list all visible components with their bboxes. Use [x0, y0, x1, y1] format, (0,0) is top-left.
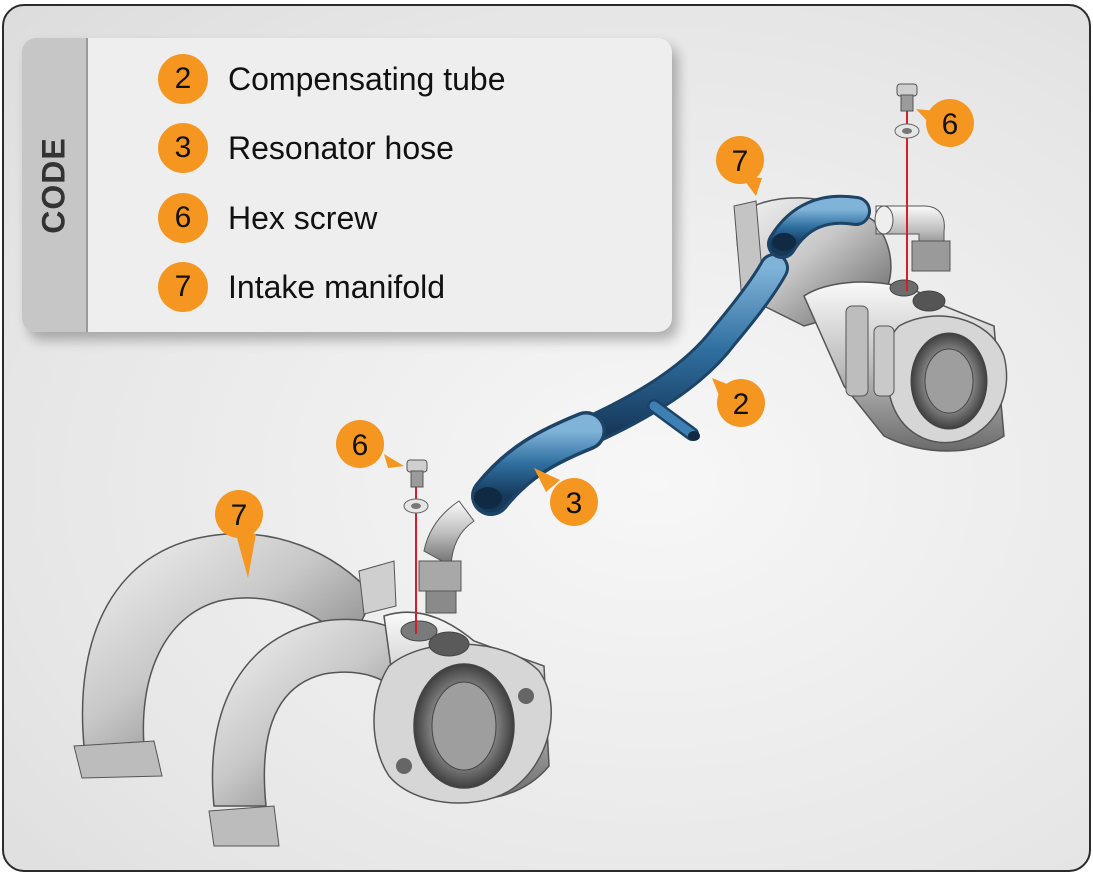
- callout-3: 3: [534, 468, 598, 526]
- legend-item-compensating-tube: 2 Compensating tube: [158, 54, 506, 104]
- hex-screw-right: [894, 83, 920, 291]
- legend-badge: 3: [158, 123, 208, 173]
- intake-manifold-left: [73, 533, 552, 847]
- legend-badge: 6: [158, 193, 208, 243]
- manifold-illustration: 6 7 2 6 3 7: [73, 83, 1008, 847]
- callout-6-left: 6: [336, 420, 404, 468]
- legend-item-intake-manifold: 7 Intake manifold: [158, 262, 445, 312]
- legend-tab: [22, 38, 88, 332]
- legend-title-text: CODE: [35, 136, 72, 234]
- compensating-tube: [574, 194, 871, 446]
- callout-7-left-label: 7: [231, 499, 248, 532]
- legend-box: CODE 2 Compensating tube 3 Resonator hos…: [22, 38, 672, 332]
- legend-label: Intake manifold: [228, 268, 446, 305]
- legend-badge: 2: [158, 54, 208, 104]
- legend-label: Hex screw: [228, 199, 378, 236]
- callout-3-label: 3: [566, 487, 583, 520]
- callout-7-right: 7: [716, 136, 764, 196]
- diagram-frame: 6 7 2 6 3 7 CODE: [2, 4, 1091, 872]
- callout-6-right-label: 6: [942, 108, 959, 141]
- legend-label: Resonator hose: [228, 129, 454, 166]
- callout-6-right: 6: [916, 99, 974, 147]
- resonator-hose: [471, 411, 606, 516]
- legend-badge: 7: [158, 262, 208, 312]
- callout-7-left: 7: [215, 490, 263, 578]
- callout-7-right-label: 7: [732, 145, 749, 178]
- elbow-fitting-left: [418, 500, 475, 614]
- legend-item-hex-screw: 6 Hex screw: [158, 193, 377, 243]
- legend-title: CODE: [22, 38, 86, 332]
- callout-2-label: 2: [733, 388, 750, 421]
- callout-2: 2: [712, 378, 765, 427]
- callout-6-left-label: 6: [352, 429, 369, 462]
- legend-item-resonator-hose: 3 Resonator hose: [158, 123, 454, 173]
- legend-label: Compensating tube: [228, 60, 506, 97]
- hex-screw-left: [403, 459, 429, 634]
